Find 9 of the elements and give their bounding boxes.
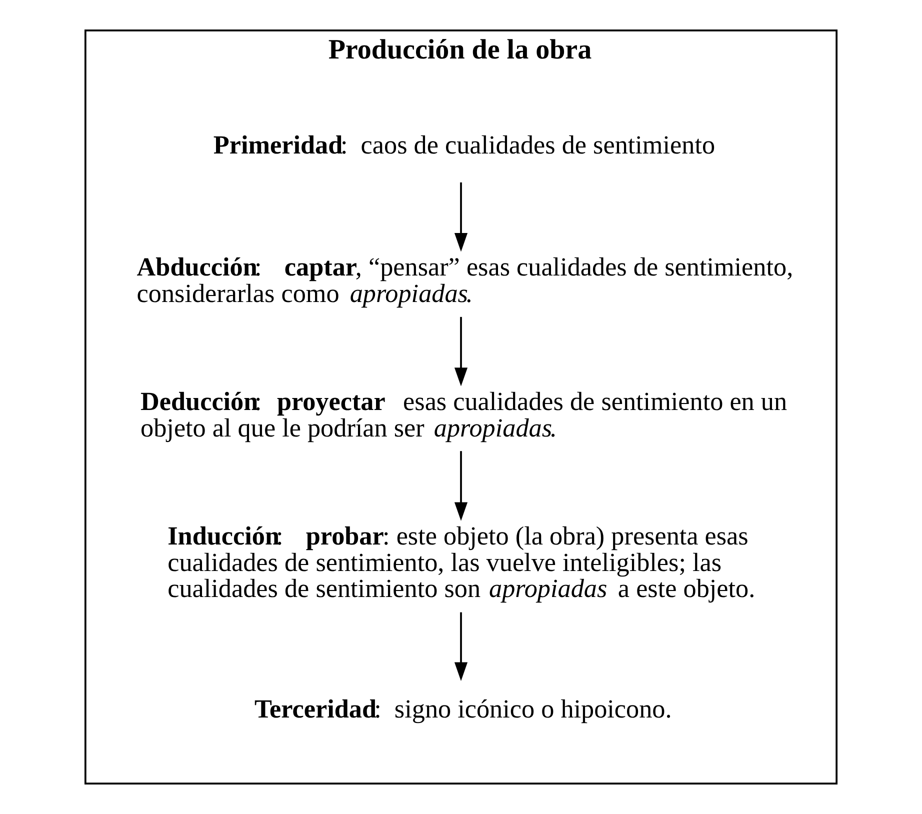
node-text: Terceridad: signo icónico o hipoicono.: [254, 694, 672, 724]
node-text: Primeridad: caos de cualidades de sentimiento: [213, 130, 716, 160]
arrow: [454, 612, 468, 681]
node-text: Inducción: probar: este objeto (la obra) presenta esas cualidades de sentimiento, las vuelve inteligibles; las cualidades de sentimiento son apropiadas a este objeto.: [168, 522, 756, 604]
node-text: Abducción: captar, “pensar” esas cualidades de sentimiento, considerarlas como apropiadas.: [136, 252, 794, 308]
arrow: [454, 451, 468, 521]
arrow: [454, 182, 468, 252]
arrow: [454, 316, 468, 386]
node-text: Deducción: proyectar esas cualidades de sentimiento en un objeto al que le podrían ser apropiadas.: [140, 387, 788, 442]
